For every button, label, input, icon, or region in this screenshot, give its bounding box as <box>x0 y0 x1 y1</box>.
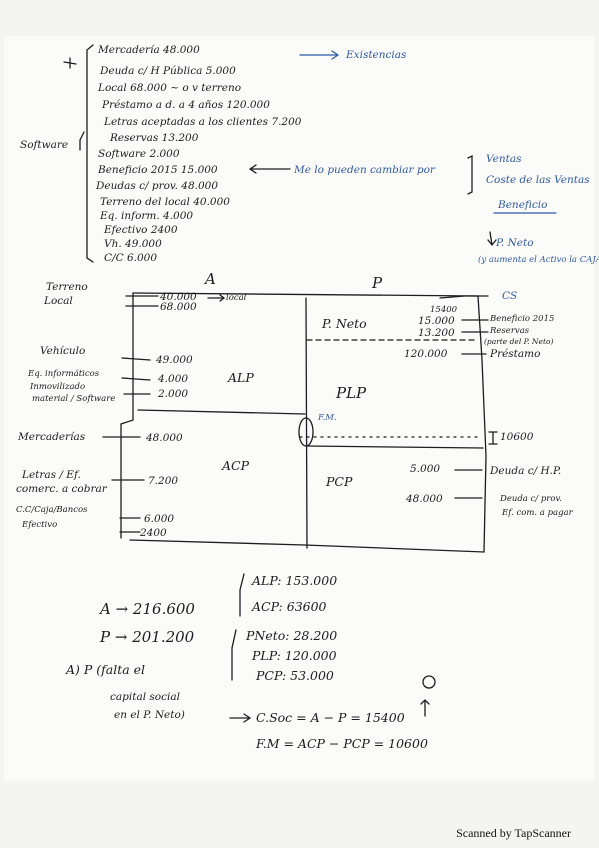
value-48000-activo: 48.000 <box>146 432 183 444</box>
note-line-1: A) P (falta el <box>66 662 146 677</box>
summary-pcp: PCP: 53.000 <box>256 668 334 683</box>
list-item: Vh. 49.000 <box>104 238 162 250</box>
value-7200: 7.200 <box>148 475 179 487</box>
deuda-hp-label: Deuda c/ H.P. <box>490 465 562 477</box>
alp-label: ALP <box>228 370 254 385</box>
letras-label: Letras / Ef. <box>22 469 81 481</box>
inmov-label: Inmovilizado <box>30 382 86 392</box>
value-40000: 40.000 <box>160 291 197 303</box>
cambiar-note: Me lo pueden cambiar por <box>294 164 435 176</box>
pneto-note: P. Neto <box>496 237 534 249</box>
pneto-caja-note: (y aumenta el Activo la CAJA). <box>478 255 599 265</box>
software-label: Software <box>20 139 69 151</box>
header-pasivo: P <box>372 274 383 292</box>
list-item: Letras aceptadas a los clientes 7.200 <box>104 116 302 128</box>
cc-label: C.C/Caja/Bancos <box>16 505 88 515</box>
list-item: Software 2.000 <box>98 148 180 160</box>
value-15400: 15400 <box>430 305 458 315</box>
local-label: Local <box>44 295 73 307</box>
value-2400: 2400 <box>140 527 167 539</box>
existencias-note: Existencias <box>346 49 407 61</box>
formula-capital-social: C.Soc = A − P = 15400 <box>256 710 405 725</box>
fm-value: 10600 <box>500 431 534 443</box>
value-15000: 15.000 <box>418 315 455 327</box>
list-item: Eq. inform. 4.000 <box>100 210 194 222</box>
parte-pneto-label: (parte del P. Neto) <box>484 337 554 346</box>
pneto-label: P. Neto <box>322 316 367 331</box>
value-4000: 4.000 <box>158 373 189 385</box>
cs-note: CS <box>502 290 518 302</box>
value-68000: 68.000 <box>160 301 197 313</box>
list-item: Terreno del local 40.000 <box>100 196 230 208</box>
plp-label: PLP <box>336 384 367 402</box>
list-item: Beneficio 2015 15.000 <box>98 164 218 176</box>
list-item: Local 68.000 ~ o v terreno <box>98 82 242 94</box>
summary-acp: ACP: 63600 <box>252 599 327 614</box>
list-item: Préstamo a d. a 4 años 120.000 <box>102 99 270 111</box>
scanner-footer: Scanned by TapScanner <box>456 826 571 840</box>
vehiculo-label: Vehículo <box>40 345 86 357</box>
prestamo-label: Préstamo <box>490 348 541 360</box>
ef-pagar-label: Ef. com. a pagar <box>502 508 573 518</box>
ventas-note: Ventas <box>486 153 522 165</box>
summary-plp: PLP: 120.000 <box>252 648 337 663</box>
fm-note: F.M. <box>318 413 337 423</box>
scanned-page <box>4 36 595 781</box>
formula-fondo-maniobra: F.M = ACP − PCP = 10600 <box>256 736 428 751</box>
mercaderias-label: Mercaderías <box>18 431 86 443</box>
list-item: Reservas 13.200 <box>110 132 199 144</box>
beneficio-note: Beneficio <box>498 199 548 211</box>
value-13200: 13.200 <box>418 327 455 339</box>
note-line-3: en el P. Neto) <box>114 709 185 721</box>
reservas-label: Reservas <box>490 326 530 336</box>
list-item: C/C 6.000 <box>104 252 158 264</box>
summary-alp: ALP: 153.000 <box>252 573 338 588</box>
beneficio-label: Beneficio 2015 <box>490 314 555 324</box>
value-6000: 6.000 <box>144 513 175 525</box>
eq-label: Eq. informáticos <box>28 369 100 379</box>
value-5000: 5.000 <box>410 463 441 475</box>
material-label: material / Software <box>32 394 116 404</box>
comerc-label: comerc. a cobrar <box>16 483 107 495</box>
list-item: Efectivo 2400 <box>104 224 178 236</box>
acp-label: ACP <box>222 458 250 473</box>
value-120000: 120.000 <box>404 348 448 360</box>
pcp-label: PCP <box>326 474 353 489</box>
list-item: Deudas c/ prov. 48.000 <box>96 180 219 192</box>
list-item: Deuda c/ H Pública 5.000 <box>100 65 236 77</box>
terreno-label: Terreno <box>46 281 88 293</box>
value-2000: 2.000 <box>158 388 189 400</box>
efectivo-label: Efectivo <box>22 520 58 530</box>
total-activo: A → 216.600 <box>100 600 195 618</box>
total-pasivo: P → 201.200 <box>100 628 195 646</box>
deuda-prov-label: Deuda c/ prov. <box>500 494 562 504</box>
coste-note: Coste de las Ventas <box>486 174 590 186</box>
summary-pneto: PNeto: 28.200 <box>246 628 338 643</box>
note-line-2: capital social <box>110 691 180 703</box>
value-49000: 49.000 <box>156 354 193 366</box>
value-48000-pasivo: 48.000 <box>406 493 443 505</box>
header-activo: A <box>205 270 216 288</box>
list-item: Mercadería 48.000 <box>98 44 200 56</box>
local-arrow-note: local <box>226 293 247 303</box>
